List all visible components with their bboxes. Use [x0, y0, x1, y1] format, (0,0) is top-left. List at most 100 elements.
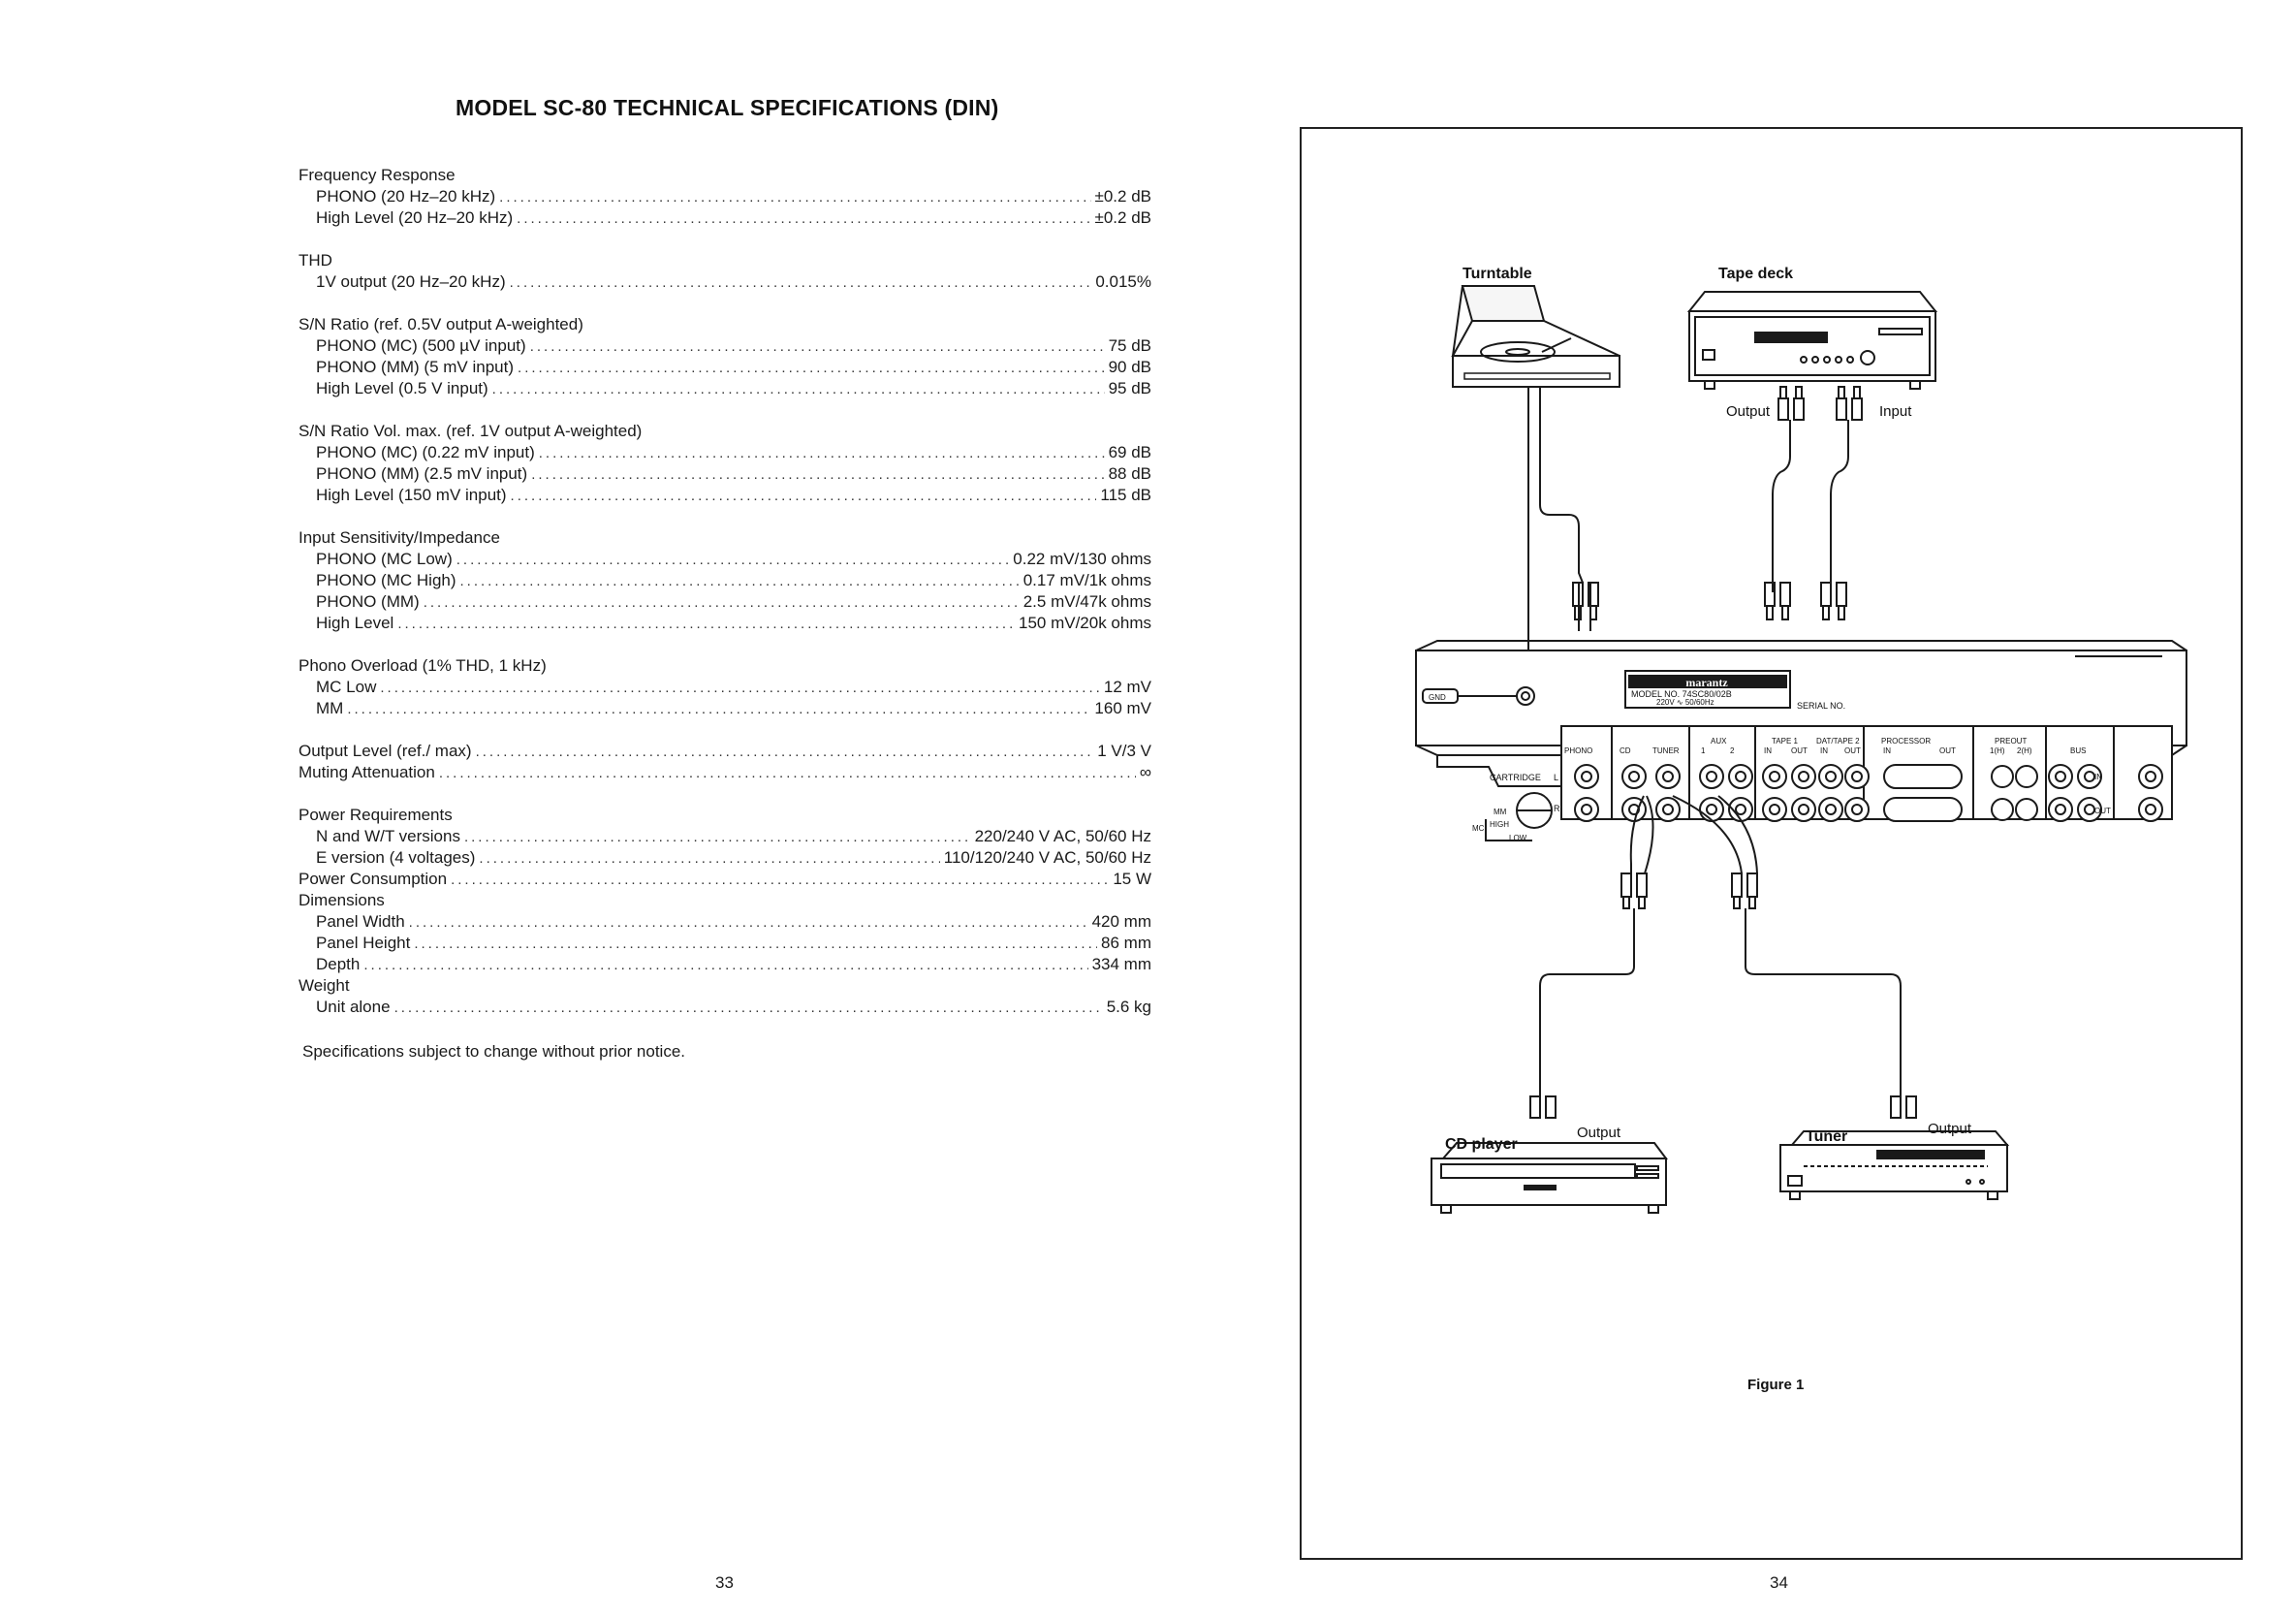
dot-leader	[409, 912, 1088, 934]
spec-label: Panel Height	[316, 934, 411, 952]
jack-label-processor-in: IN	[1883, 746, 1891, 755]
spec-row: Panel Height 86 mm	[299, 933, 1151, 954]
spec-value: 160 mV	[1094, 699, 1151, 717]
jack-socket-pin	[1706, 804, 1717, 815]
jack-socket	[1699, 764, 1724, 789]
jack-socket	[1655, 797, 1681, 822]
spec-value: 1 V/3 V	[1097, 742, 1151, 760]
jack-label-dat-out: OUT	[1844, 746, 1861, 755]
spec-label: High Level	[316, 614, 394, 632]
spec-group: S/N Ratio (ref. 0.5V output A-weighted)P…	[299, 314, 1151, 399]
spec-value: 150 mV/20k ohms	[1018, 614, 1151, 632]
spec-row: High Level (0.5 V input)95 dB	[299, 378, 1151, 399]
jack-socket-pin	[1769, 804, 1780, 815]
spec-row: 1V output (20 Hz–20 kHz)0.015%	[299, 271, 1151, 293]
spec-value: 86 mm	[1101, 934, 1151, 952]
brand-plate	[1624, 670, 1791, 709]
spec-value: 420 mm	[1091, 912, 1151, 931]
spec-value: 2.5 mV/47k ohms	[1022, 592, 1151, 611]
jack-socket-pin	[1825, 804, 1837, 815]
spec-value: 12 mV	[1103, 678, 1151, 696]
dot-leader	[394, 998, 1103, 1019]
spec-heading: S/N Ratio Vol. max. (ref. 1V output A-we…	[299, 422, 643, 440]
low-label: LOW	[1509, 834, 1527, 842]
dot-leader	[479, 848, 939, 870]
left-page: MODEL SC-80 TECHNICAL SPECIFICATIONS (DI…	[0, 0, 1260, 1618]
spec-label: Power Consumption	[299, 870, 448, 888]
spec-label: PHONO (MC) (500 µV input)	[316, 336, 526, 355]
jack-label-cd: CD	[1620, 746, 1631, 755]
jack-socket-pin	[1798, 771, 1809, 782]
jack-label-aux: AUX	[1711, 737, 1727, 746]
spec-value: 0.22 mV/130 ohms	[1013, 550, 1151, 568]
spec-label: High Level (150 mV input)	[316, 486, 507, 504]
jack-socket-pin	[1735, 771, 1746, 782]
spec-row: PHONO (MC) (500 µV input) 75 dB	[299, 335, 1151, 357]
jack-socket	[1574, 797, 1599, 822]
brand-logo: marantz	[1685, 676, 1728, 689]
spec-row: PHONO (MM)2.5 mV/47k ohms	[299, 591, 1151, 613]
spec-heading: Frequency Response	[299, 166, 456, 184]
spec-row: Muting Attenuation∞	[299, 762, 1151, 783]
jack-socket-pin	[1798, 804, 1809, 815]
jack-socket	[1844, 764, 1870, 789]
jack-label-bus-out: OUT	[2094, 807, 2111, 815]
spec-heading: Power Requirements	[299, 806, 453, 824]
jack-label-dat-in: IN	[1820, 746, 1828, 755]
jack-label-preout-2: 2(H)	[2017, 746, 2032, 755]
jack-socket-pin	[1581, 804, 1592, 815]
tape-output-cable	[1772, 420, 1791, 592]
cd-lower-plugs	[1620, 872, 1648, 909]
spec-group: S/N Ratio Vol. max. (ref. 1V output A-we…	[299, 421, 1151, 506]
power-rating: 220V ∿ 50/60Hz	[1656, 698, 1714, 707]
spec-group: Phono Overload (1% THD, 1 kHz) MC Low12 m…	[299, 655, 1151, 719]
dot-leader	[347, 699, 1090, 720]
spec-heading: Phono Overload (1% THD, 1 kHz)	[299, 656, 547, 675]
spec-value: 75 dB	[1108, 336, 1151, 355]
spec-label: E version (4 voltages)	[316, 848, 476, 867]
spec-value: ±0.2 dB	[1094, 208, 1151, 227]
preout-jack	[2015, 798, 2038, 821]
dot-leader	[499, 187, 1090, 208]
tape-input-cable	[1830, 420, 1849, 592]
tape-output-plugs	[1777, 386, 1805, 421]
jack-socket-pin	[2055, 771, 2066, 782]
processor-jumper	[1883, 797, 1963, 822]
spec-label: PHONO (20 Hz–20 kHz)	[316, 187, 496, 206]
jack-socket-pin	[1769, 771, 1780, 782]
spec-value: 69 dB	[1108, 443, 1151, 461]
spec-row: MC Low12 mV	[299, 677, 1151, 698]
cd-input-cable	[1629, 795, 1645, 873]
spec-label: High Level (20 Hz–20 kHz)	[316, 208, 514, 227]
jack-socket-pin	[2145, 804, 2156, 815]
jack-socket-pin	[1628, 771, 1640, 782]
spec-row: E version (4 voltages)110/120/240 V AC, …	[299, 847, 1151, 869]
tape-deck-label: Tape deck	[1718, 266, 1793, 282]
high-label: HIGH	[1490, 820, 1509, 829]
spec-value: 95 dB	[1108, 379, 1151, 397]
jack-label-aux-2: 2	[1730, 746, 1735, 755]
spec-row: Depth334 mm	[299, 954, 1151, 975]
gnd-label: GND	[1429, 693, 1446, 702]
spec-label: N and W/T versions	[316, 827, 460, 845]
spec-heading: THD	[299, 251, 332, 270]
turntable-label: Turntable	[1463, 266, 1532, 282]
jack-label-tuner: TUNER	[1652, 746, 1680, 755]
jack-socket	[2077, 797, 2102, 822]
jack-socket-pin	[1662, 771, 1674, 782]
spec-row: PHONO (MC High)0.17 mV/1k ohms	[299, 570, 1151, 591]
spec-heading: Input Sensitivity/Impedance	[299, 528, 500, 547]
jack-socket	[1791, 797, 1816, 822]
spec-row: PHONO (MM) (2.5 mV input)88 dB	[299, 463, 1151, 485]
jack-label-preout: PREOUT	[1995, 737, 2027, 746]
jack-socket	[1818, 764, 1843, 789]
jack-socket-pin	[1581, 771, 1592, 782]
dot-leader	[510, 272, 1092, 294]
dot-leader	[511, 486, 1097, 507]
spec-value: ∞	[1139, 763, 1151, 781]
jack-socket	[2077, 764, 2102, 789]
spec-row: High Level (20 Hz–20 kHz) ±0.2 dB	[299, 207, 1151, 229]
